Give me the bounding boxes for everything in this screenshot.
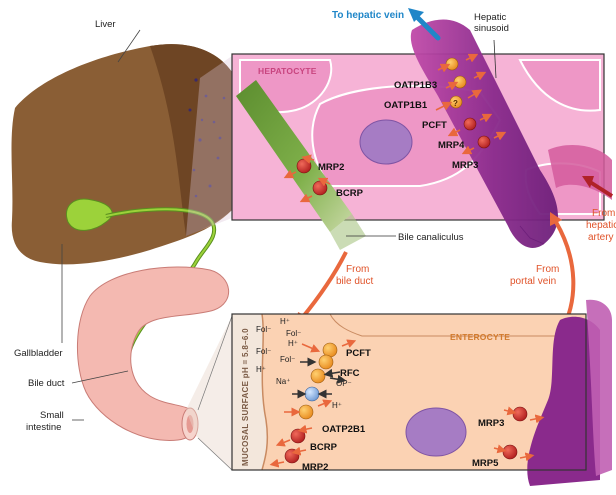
from-bile-duct-label-1: From bbox=[346, 264, 369, 275]
bcrp-enteric-label: BCRP bbox=[310, 442, 338, 453]
hepatocyte-title: HEPATOCYTE bbox=[258, 66, 317, 76]
ion-fol-2: Fol⁻ bbox=[286, 329, 301, 338]
mrp2-enteric-label: MRP2 bbox=[302, 462, 328, 473]
ion-hplus-1: H⁺ bbox=[280, 317, 290, 326]
mrp4-label: MRP4 bbox=[438, 140, 465, 151]
oatp1b3-label: OATP1B3 bbox=[394, 80, 437, 91]
bcrp-hepatic-transporter bbox=[313, 181, 327, 195]
ion-op: OP⁻ bbox=[336, 379, 352, 388]
pcft-enteric-label: PCFT bbox=[346, 348, 371, 359]
mrp3-hepatic-transporter bbox=[478, 136, 490, 148]
mrp2-hepatic-transporter bbox=[297, 159, 311, 173]
ion-na: Na⁺ bbox=[276, 377, 290, 386]
from-hepatic-artery-label-3: artery bbox=[588, 232, 614, 243]
pcft-question-mark: ? bbox=[453, 99, 458, 108]
gallbladder-label: Gallbladder bbox=[14, 348, 63, 359]
ion-hplus-2: H⁺ bbox=[288, 339, 298, 348]
hepatic-sinusoid-label-1: Hepatic bbox=[474, 12, 506, 23]
rfc-transporter bbox=[311, 369, 325, 383]
mrp4-transporter bbox=[464, 118, 476, 130]
ion-fol-1: Fol⁻ bbox=[256, 325, 271, 334]
mrp5-label: MRP5 bbox=[472, 458, 499, 469]
oatp1b1-label: OATP1B1 bbox=[384, 100, 428, 111]
bcrp-enteric-transporter bbox=[291, 429, 305, 443]
from-hepatic-artery-label-2: hepatic bbox=[586, 220, 616, 231]
enterocyte-nucleus bbox=[406, 408, 466, 456]
pcft-hepatic-label: PCFT bbox=[422, 120, 447, 131]
mrp2-hepatic-label: MRP2 bbox=[318, 162, 344, 173]
mucosal-surface-label: MUCOSAL SURFACE pH = 5.8–6.0 bbox=[241, 328, 250, 466]
rfc-transporter-upper bbox=[319, 355, 333, 369]
mrp3-enteric-label: MRP3 bbox=[478, 418, 504, 429]
liver-label: Liver bbox=[95, 19, 116, 30]
oatp1b1-transporter bbox=[454, 76, 466, 88]
rfc-label: RFC bbox=[340, 368, 360, 379]
mrp3-hepatic-label: MRP3 bbox=[452, 160, 478, 171]
ion-hplus-3: H⁺ bbox=[256, 365, 266, 374]
ion-fol-4: Fol⁻ bbox=[280, 355, 295, 364]
enterocyte-title: ENTEROCYTE bbox=[450, 332, 510, 342]
from-portal-vein-label-2: portal vein bbox=[510, 276, 556, 287]
hepatocyte-nucleus bbox=[360, 120, 412, 164]
enterocyte-zoom-cone bbox=[186, 316, 232, 470]
ion-fol-3: Fol⁻ bbox=[256, 347, 271, 356]
small-intestine-label-2: intestine bbox=[26, 422, 61, 433]
to-hepatic-vein-label: To hepatic vein bbox=[332, 10, 404, 21]
bcrp-hepatic-label: BCRP bbox=[336, 188, 364, 199]
ion-hplus-4: H⁺ bbox=[332, 401, 342, 410]
oatp2b1-transporter bbox=[299, 405, 313, 419]
from-hepatic-artery-label-1: From bbox=[592, 208, 615, 219]
mrp3-enteric-transporter bbox=[513, 407, 527, 421]
bile-duct-label: Bile duct bbox=[28, 378, 65, 389]
oatp2b1-label: OATP2B1 bbox=[322, 424, 366, 435]
small-intestine-label-1: Small bbox=[40, 410, 64, 421]
bile-canaliculus-label: Bile canaliculus bbox=[398, 232, 464, 243]
mrp5-transporter bbox=[503, 445, 517, 459]
hepatic-sinusoid-label-2: sinusoid bbox=[474, 23, 509, 34]
sodium-cotransporter bbox=[305, 387, 319, 401]
from-portal-vein-label-1: From bbox=[536, 264, 559, 275]
oatp1b3-transporter bbox=[446, 58, 458, 70]
from-bile-duct-label-2: bile duct bbox=[336, 276, 373, 287]
